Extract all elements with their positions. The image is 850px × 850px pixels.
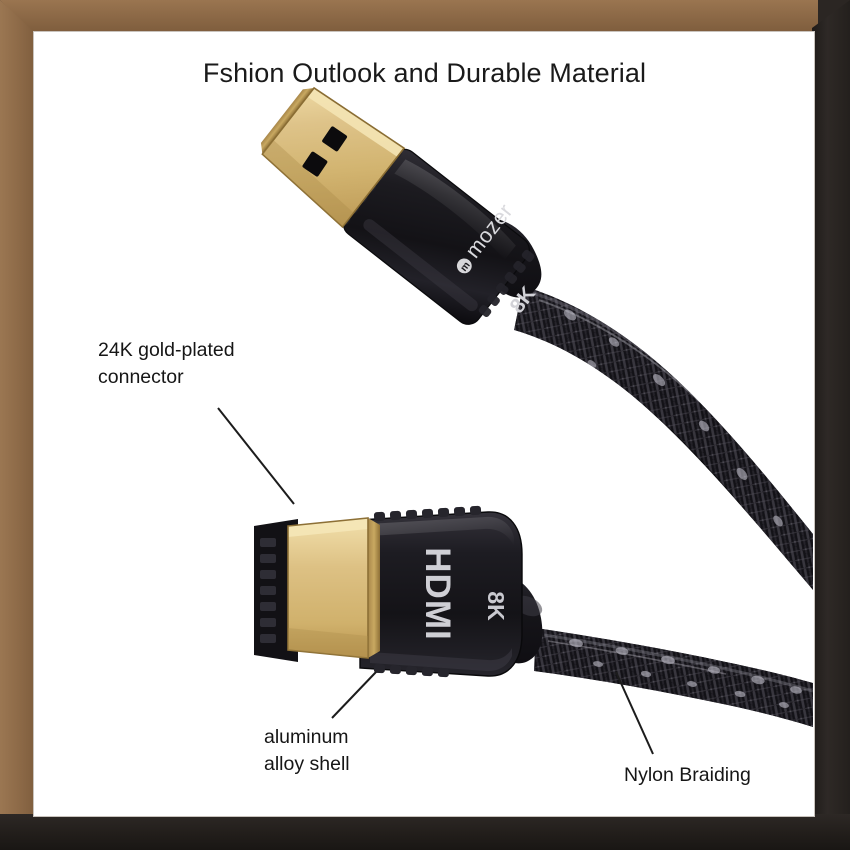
lower-braided-cable bbox=[534, 628, 813, 727]
frame-bevel-bottom bbox=[0, 814, 850, 850]
upper-gold-plug bbox=[260, 86, 406, 229]
frame-bevel-top bbox=[0, 0, 818, 34]
lower-connector-shell bbox=[359, 511, 523, 677]
frame-bevel-left bbox=[0, 0, 36, 830]
mozer-logo-mark bbox=[456, 258, 472, 274]
lower-grip-ridges bbox=[373, 505, 482, 678]
annotation-label-alloy-shell: aluminum alloy shell bbox=[264, 726, 350, 775]
page-title: Fshion Outlook and Durable Material bbox=[202, 58, 647, 88]
annotation-label-gold-connector: 24K gold-plated connector bbox=[98, 339, 235, 388]
annotation-label-nylon-braiding: Nylon Braiding bbox=[624, 764, 751, 786]
lower-8k-label: 8K bbox=[483, 591, 509, 621]
lower-connector-group: HDMI 8K bbox=[254, 505, 813, 727]
hdmi-label: HDMI bbox=[418, 547, 457, 640]
product-illustration: m mozer 8K bbox=[254, 86, 813, 727]
upper-connector-shell bbox=[342, 148, 530, 325]
lower-gold-plug bbox=[254, 517, 380, 662]
artwork-plate: Fshion Outlook and Durable Material bbox=[36, 34, 813, 815]
frame-bevel-right bbox=[812, 0, 850, 850]
